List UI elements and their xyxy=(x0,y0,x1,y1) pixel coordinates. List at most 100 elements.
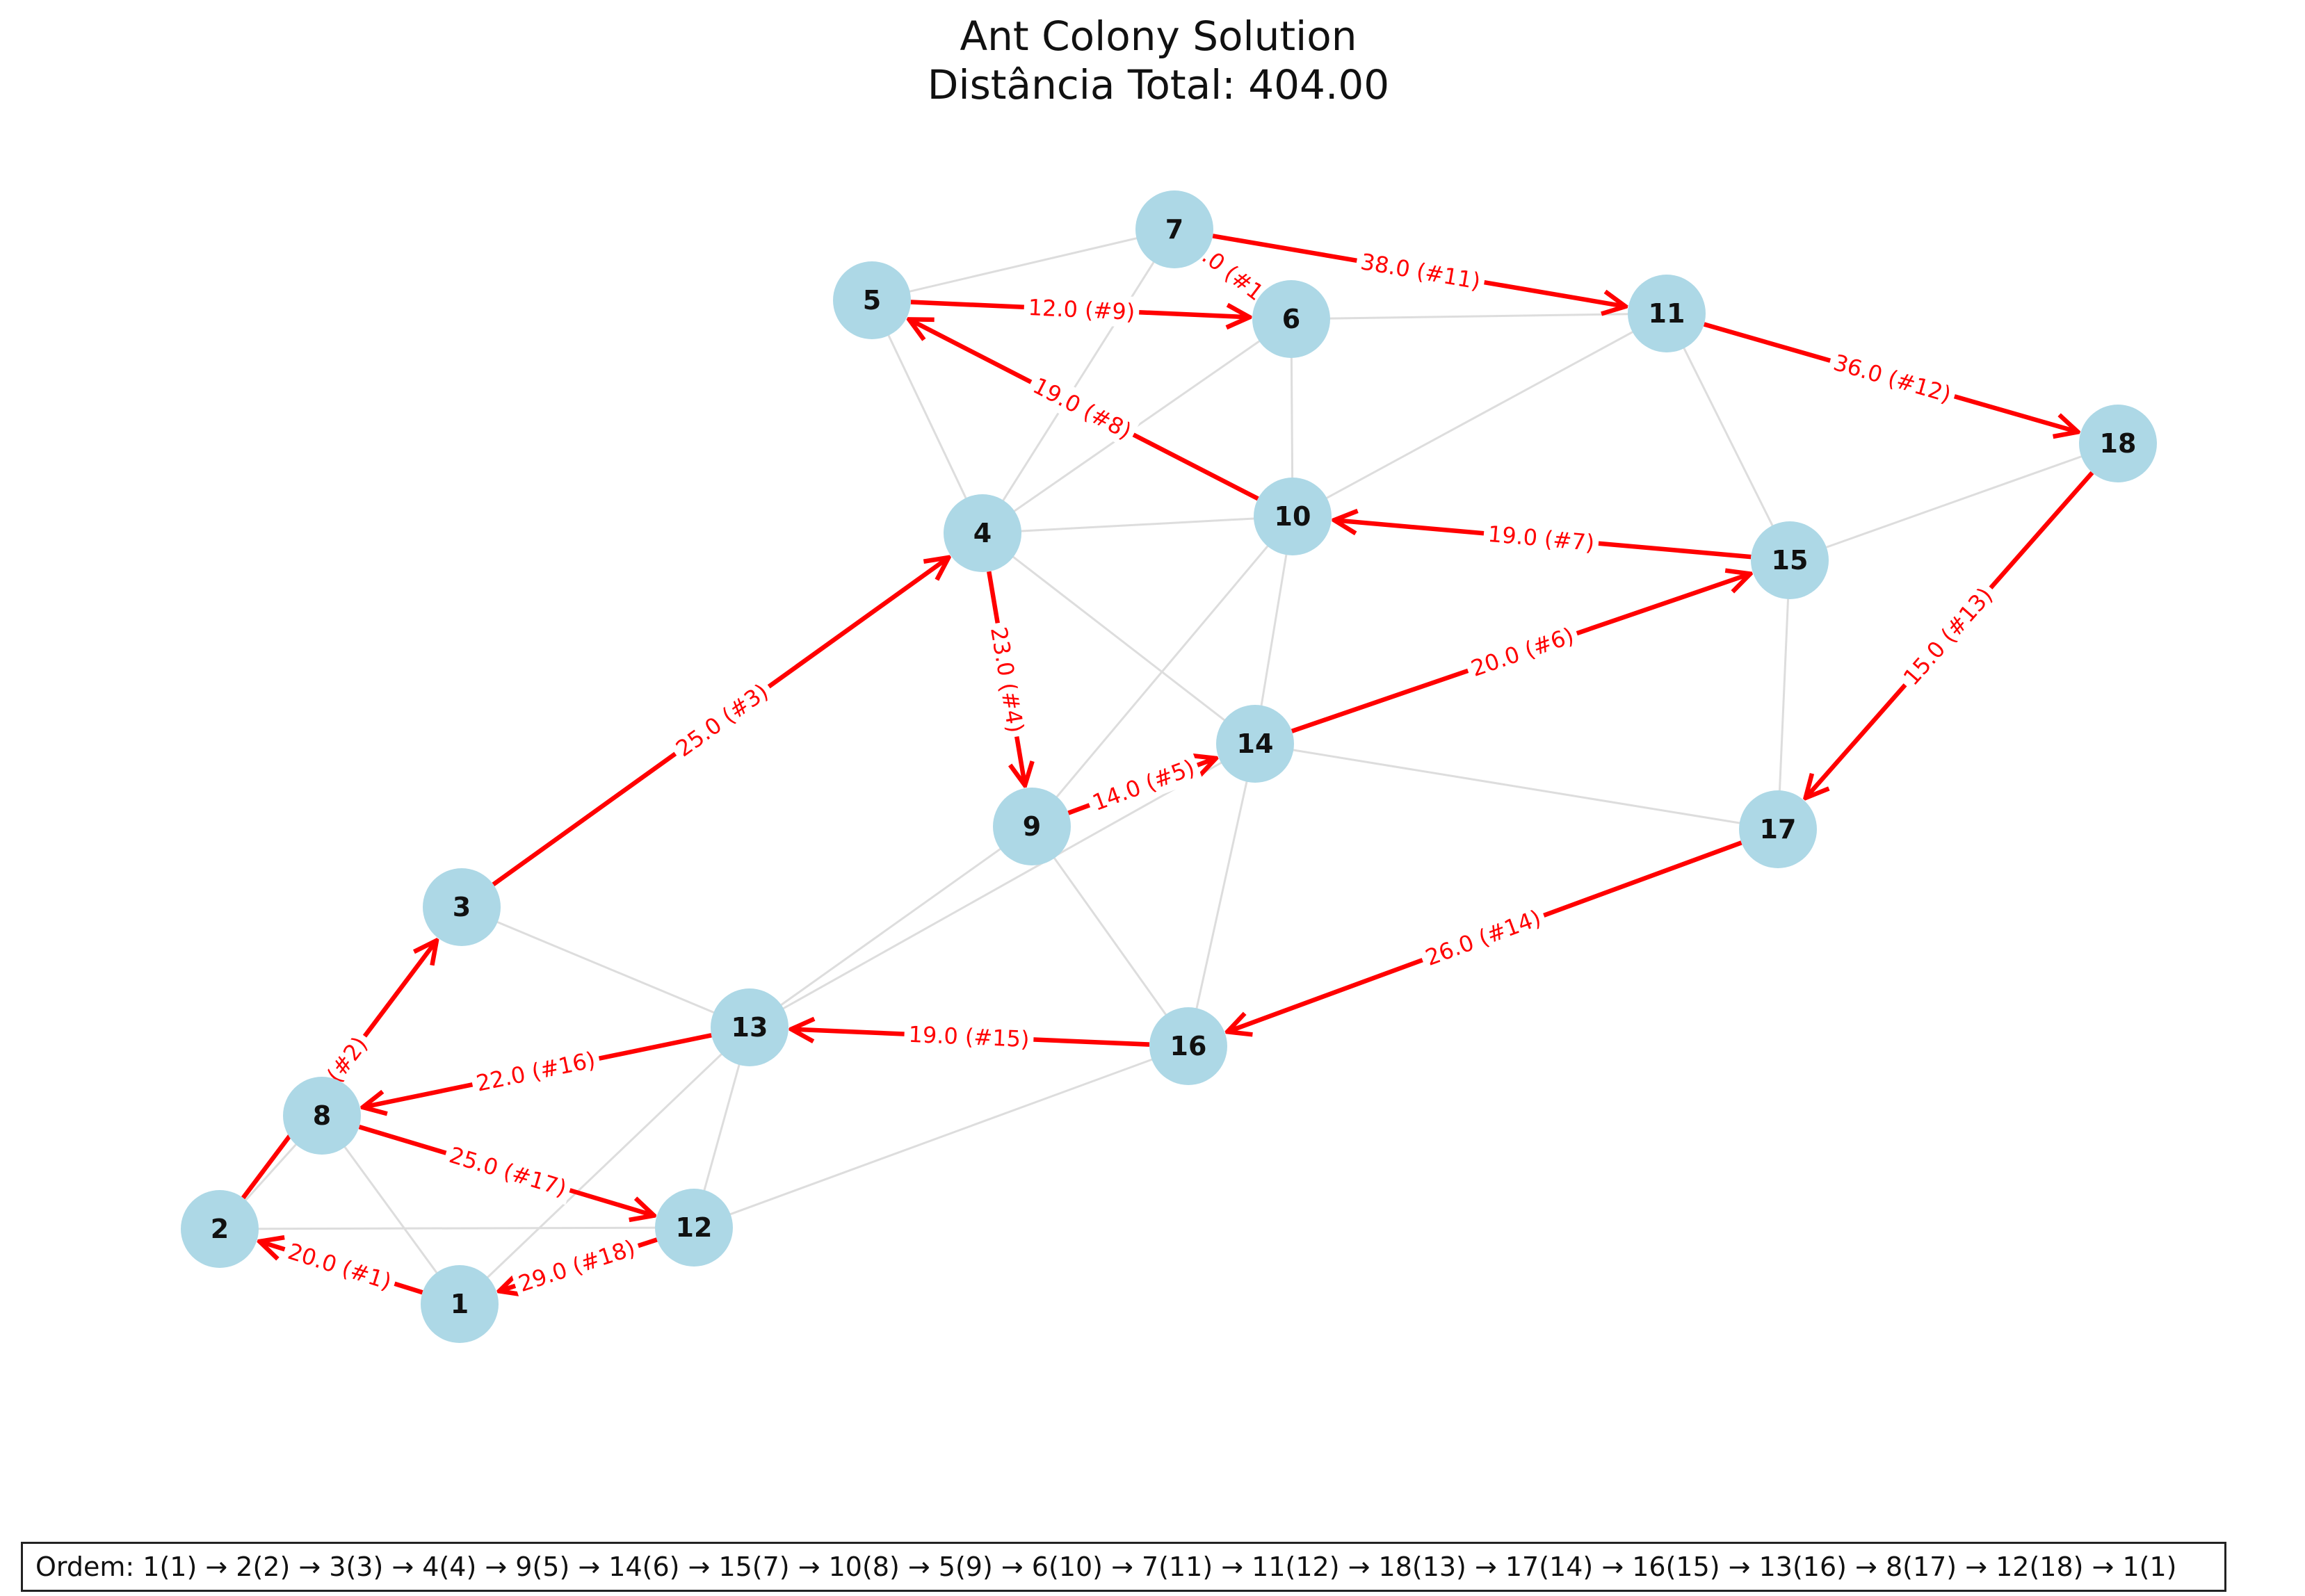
background-edge-11-15 xyxy=(1665,313,1791,561)
edge-label-background xyxy=(1024,368,1141,448)
background-edge-9-16 xyxy=(1030,826,1190,1047)
node-circle xyxy=(1216,705,1294,783)
node-circle xyxy=(423,868,501,946)
node-circle xyxy=(283,1077,361,1155)
background-edge-11-10 xyxy=(1292,312,1667,518)
node-label: 6 xyxy=(1282,304,1300,334)
edge-label-text: 22.0 (#16) xyxy=(474,1046,597,1096)
route-edge-label-4: 23.0 (#4) xyxy=(982,620,1032,740)
graph-node-4: 4 xyxy=(944,494,1021,572)
edge-label-text: 38.0 (#11) xyxy=(1359,248,1482,295)
edge-label-text: 25.0 (#3) xyxy=(671,678,773,762)
edge-label-text: 12.0 (#9) xyxy=(1028,294,1135,325)
node-circle xyxy=(1628,275,1706,352)
node-label: 11 xyxy=(1649,298,1685,329)
background-edge-13-1 xyxy=(458,1026,751,1305)
node-circle xyxy=(1751,521,1829,599)
visit-order-box: Ordem: 1(1) → 2(2) → 3(3) → 4(4) → 9(5) … xyxy=(21,1542,2226,1592)
edge-label-text: 15.0 (#13) xyxy=(1898,583,1998,691)
node-circle xyxy=(993,788,1071,865)
node-label: 15 xyxy=(1772,545,1809,576)
node-label: 12 xyxy=(676,1212,713,1243)
graph-node-12: 12 xyxy=(655,1189,733,1267)
route-edge-label-15: 19.0 (#15) xyxy=(903,1018,1035,1055)
background-edge-3-13 xyxy=(461,906,750,1029)
graph-node-9: 9 xyxy=(993,788,1071,865)
graph-node-2: 2 xyxy=(181,1190,259,1268)
node-circle xyxy=(1252,280,1330,358)
node-label: 13 xyxy=(731,1012,768,1043)
background-edge-15-18 xyxy=(1789,442,2119,562)
node-circle xyxy=(1135,190,1213,268)
route-edge-label-3: 25.0 (#3) xyxy=(666,674,778,767)
node-circle xyxy=(181,1190,259,1268)
edge-label-text: 25.0 (#17) xyxy=(446,1141,569,1202)
node-label: 7 xyxy=(1165,214,1183,245)
graph-node-15: 15 xyxy=(1751,521,1829,599)
graph-node-6: 6 xyxy=(1252,280,1330,358)
edge-label-background xyxy=(666,674,778,767)
edge-label-background xyxy=(1417,901,1549,975)
chart-title: Ant Colony Solution xyxy=(960,13,1357,60)
route-edge-label-8: 19.0 (#8) xyxy=(1024,368,1141,448)
node-label: 17 xyxy=(1760,814,1797,845)
route-edge-label-13: 15.0 (#13) xyxy=(1893,578,2003,695)
node-label: 10 xyxy=(1275,501,1311,532)
graph-node-1: 1 xyxy=(421,1265,499,1343)
background-edge-5-4 xyxy=(871,300,984,534)
route-edge-label-16: 22.0 (#16) xyxy=(469,1043,602,1100)
background-edge-12-16 xyxy=(693,1045,1189,1229)
edge-label-text: 19.0 (#15) xyxy=(908,1021,1030,1052)
route-edge-label-12: 36.0 (#12) xyxy=(1826,345,1959,412)
edge-label-background xyxy=(1482,518,1600,559)
background-edge-2-12 xyxy=(219,1226,695,1230)
node-label: 4 xyxy=(973,518,992,548)
route-edge-label-1: 20.0 (#1) xyxy=(280,1235,400,1298)
graph-node-5: 5 xyxy=(833,261,911,339)
node-label: 18 xyxy=(2100,428,2137,459)
background-edge-6-11 xyxy=(1291,312,1667,320)
edge-label-text: 36.0 (#12) xyxy=(1831,349,1955,408)
node-label: 5 xyxy=(863,285,881,316)
edge-label-background xyxy=(1354,245,1487,298)
edge-label-background xyxy=(1084,751,1203,820)
graph-node-13: 13 xyxy=(711,988,788,1066)
background-edge-4-14 xyxy=(982,532,1256,745)
edge-label-background xyxy=(1826,345,1959,412)
graph-node-10: 10 xyxy=(1254,478,1332,555)
edge-label-background xyxy=(982,620,1032,740)
background-edge-7-4 xyxy=(981,229,1176,534)
graph-node-17: 17 xyxy=(1739,790,1817,868)
edge-label-text: 19.0 (#7) xyxy=(1487,521,1595,556)
route-edge-label-11: 38.0 (#11) xyxy=(1354,245,1487,298)
node-label: 2 xyxy=(211,1214,229,1244)
route-edge-label-17: 25.0 (#17) xyxy=(442,1138,574,1205)
node-circle xyxy=(1254,478,1332,555)
graph-node-8: 8 xyxy=(283,1077,361,1155)
edge-label-background xyxy=(280,1235,400,1298)
route-edge-label-6: 20.0 (#6) xyxy=(1463,619,1582,685)
edge-label-background xyxy=(1192,238,1273,311)
graph-node-11: 11 xyxy=(1628,275,1706,352)
node-circle xyxy=(711,988,788,1066)
node-circle xyxy=(1149,1007,1227,1085)
graph-node-16: 16 xyxy=(1149,1007,1227,1085)
route-edge-labels: 20.0 (#1)0 (#2)25.0 (#3)23.0 (#4)14.0 (#… xyxy=(280,238,2003,1301)
background-edge-14-17 xyxy=(1254,742,1779,831)
background-edge-4-10 xyxy=(982,515,1293,535)
node-circle xyxy=(944,494,1021,572)
edge-label-background xyxy=(442,1138,574,1205)
chart-subtitle: Distância Total: 404.00 xyxy=(928,61,1389,108)
node-circle xyxy=(2079,405,2157,482)
route-edge-label-5: 14.0 (#5) xyxy=(1084,751,1203,820)
node-circle xyxy=(833,261,911,339)
node-label: 3 xyxy=(453,892,471,922)
graph-node-7: 7 xyxy=(1135,190,1213,268)
node-circle xyxy=(655,1189,733,1267)
edge-label-background xyxy=(1463,619,1582,685)
edge-label-background xyxy=(510,1231,643,1301)
node-label: 9 xyxy=(1023,811,1041,842)
node-label: 1 xyxy=(451,1289,469,1319)
graph-node-14: 14 xyxy=(1216,705,1294,783)
